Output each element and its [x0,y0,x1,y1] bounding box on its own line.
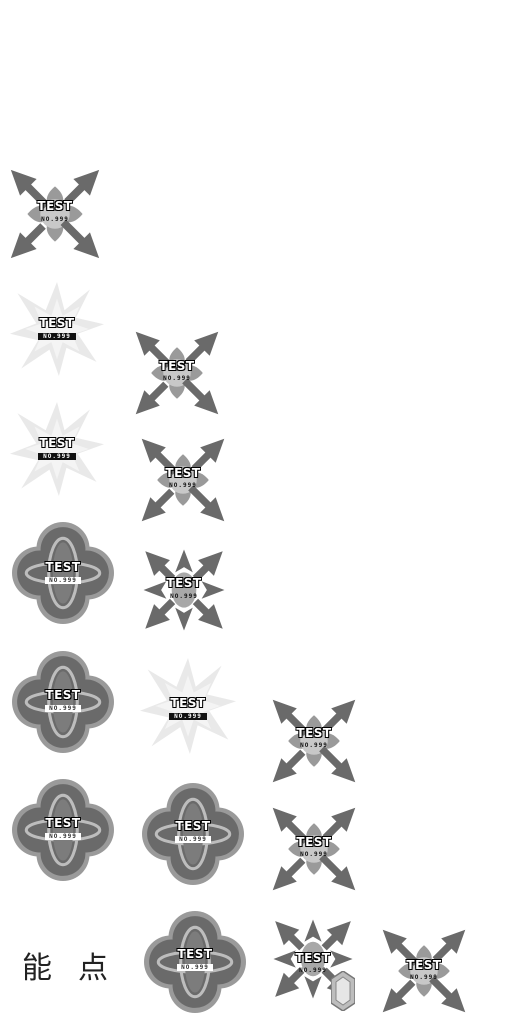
badge-title: TEST [45,688,81,703]
badge-title: TEST [39,436,75,451]
cross-emblem-icon [9,168,101,260]
badge-star: TEST NO.999 [140,658,236,754]
badge-flower: TEST NO.999 [12,522,114,624]
badge-number: NO.999 [300,851,328,858]
badge-number: NO.999 [12,577,114,584]
badge-cross: TEST NO.999 [9,168,101,260]
badge-flower: TEST NO.999 [12,651,114,753]
badge-number: NO.999 [163,375,191,382]
badge-star: TEST NO.999 [10,402,104,496]
badge-flower: TEST NO.999 [12,779,114,881]
badge-number: NO.999 [299,967,327,974]
badge-number: NO.999 [41,216,69,223]
cross-emblem-icon [140,437,226,523]
badge-number: NO.999 [10,453,104,460]
badge-number: NO.999 [410,974,438,981]
badge-title: TEST [165,466,201,481]
badge-number: NO.999 [300,742,328,749]
badge-title: TEST [166,576,202,591]
badge-title: TEST [159,359,195,374]
badge-number: NO.999 [12,833,114,840]
gem-icon [331,971,355,1011]
badge-title: TEST [296,835,332,850]
badge-compass: TEST NO.999 [140,546,228,634]
flower-emblem-icon [144,911,246,1013]
badge-number: NO.999 [169,482,197,489]
badge-cross: TEST NO.999 [134,330,220,416]
badge-cross: TEST NO.999 [380,928,468,1014]
badge-title: TEST [406,958,442,973]
badge-title: TEST [295,951,331,966]
badge-title: TEST [175,819,211,834]
badge-title: TEST [37,199,73,214]
badge-cross: TEST NO.999 [140,437,226,523]
cross-emblem-icon [270,806,358,892]
caption-right-char: 点 [78,951,108,986]
badge-flower: TEST NO.999 [142,783,244,885]
flower-emblem-icon [12,779,114,881]
badge-title: TEST [170,696,206,711]
badge-title: TEST [296,726,332,741]
badge-number: NO.999 [142,836,244,843]
badge-title: TEST [177,947,213,962]
badge-star: TEST NO.999 [10,282,104,376]
badge-cross: TEST NO.999 [270,698,358,784]
badge-flower: TEST NO.999 [144,911,246,1013]
flower-emblem-icon [12,651,114,753]
badge-compass-gem: TEST NO.999 [270,916,356,1010]
badge-number: NO.999 [12,705,114,712]
cross-emblem-icon [270,698,358,784]
badge-number: NO.999 [10,333,104,340]
badge-number: NO.999 [170,593,198,600]
badge-number: NO.999 [140,713,236,720]
compass-emblem-icon [140,546,228,634]
caption-left-char: 能 [22,951,52,986]
cross-emblem-icon [134,330,220,416]
badge-number: NO.999 [144,964,246,971]
badge-title: TEST [45,560,81,575]
flower-emblem-icon [142,783,244,885]
badge-cross: TEST NO.999 [270,806,358,892]
badge-title: TEST [45,816,81,831]
badge-title: TEST [39,316,75,331]
